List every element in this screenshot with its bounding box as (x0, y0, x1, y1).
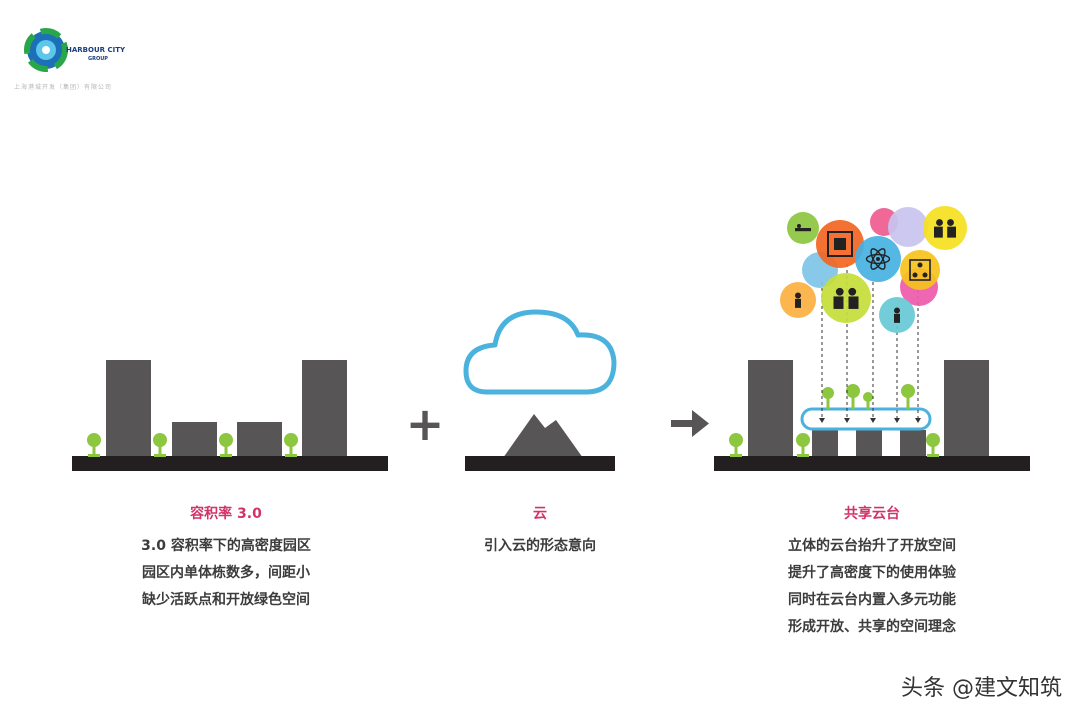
panel-dense-campus (72, 360, 388, 471)
caption-dense-campus: 容积率 3.0 3.0 容积率下的高密度园区 园区内单体栋数多，间距小 缺少活跃… (106, 503, 346, 614)
tree-icon (219, 433, 233, 457)
tree-icon (153, 433, 167, 457)
panel-shared-cloud-platform (714, 264, 1030, 471)
atom-icon (855, 236, 901, 282)
caption-line: 提升了高密度下的使用体验 (788, 565, 956, 581)
caption-title: 容积率 3.0 (190, 506, 262, 522)
cloud-icon (463, 309, 617, 395)
caption-title: 共享云台 (844, 506, 900, 522)
building-low-2 (237, 422, 282, 458)
tree-icon (284, 433, 298, 457)
conversation-icon (821, 273, 871, 323)
panel-cloud (463, 309, 617, 471)
caption-cloud: 云 引入云的形态意向 (420, 503, 660, 560)
building-tall-right (302, 360, 347, 458)
tree-icon (796, 433, 810, 457)
mountain-icon (503, 414, 583, 458)
bed-icon (787, 212, 819, 244)
tree-icon (863, 392, 873, 409)
tree-icon (87, 433, 101, 457)
caption-line: 同时在云台内置入多元功能 (788, 592, 956, 608)
ground-line (714, 456, 1030, 471)
caption-line: 3.0 容积率下的高密度园区 (141, 538, 311, 554)
building-tall-right (944, 360, 989, 458)
building-low-1 (172, 422, 217, 458)
reading-icon (879, 297, 915, 333)
logo-name-line1: HARBOUR CITY (66, 46, 126, 54)
tree-icon (926, 433, 940, 457)
building-tall-left (106, 360, 151, 458)
tree-icon (729, 433, 743, 457)
caption-line: 园区内单体栋数多，间距小 (142, 565, 310, 581)
building-low-1 (812, 430, 838, 458)
caption-line: 立体的云台抬升了开放空间 (788, 538, 956, 554)
caption-line: 引入云的形态意向 (484, 538, 596, 554)
tree-icon (901, 384, 915, 409)
ground-line (465, 456, 615, 471)
person-icon (780, 282, 816, 318)
building-low-2 (856, 430, 882, 458)
building-low-3 (900, 430, 926, 458)
function-bubbles (780, 206, 967, 333)
network-icon (900, 250, 940, 290)
plus-operator: + (406, 397, 445, 451)
caption-line: 形成开放、共享的空间理念 (788, 619, 956, 635)
logo-tagline: 上海港城开发（集团）有限公司 (14, 84, 113, 91)
company-logo: HARBOUR CITY GROUP (24, 28, 126, 72)
raised-cloud-platform (800, 407, 932, 431)
blank-icon (888, 207, 928, 247)
caption-title: 云 (533, 506, 547, 522)
meeting-icon (923, 206, 967, 250)
caption-shared-platform: 共享云台 立体的云台抬升了开放空间 提升了高密度下的使用体验 同时在云台内置入多… (752, 503, 992, 641)
chip-icon (816, 220, 864, 268)
arrow-right-icon (671, 410, 709, 437)
building-tall-left (748, 360, 793, 458)
ground-line (72, 456, 388, 471)
caption-line: 缺少活跃点和开放绿色空间 (142, 592, 310, 608)
tree-icon (846, 384, 860, 409)
logo-name-line2: GROUP (88, 56, 108, 62)
watermark: 头条 @建文知筑 (901, 676, 1062, 701)
tree-icon (822, 387, 834, 409)
drop-arrowheads (819, 418, 921, 423)
